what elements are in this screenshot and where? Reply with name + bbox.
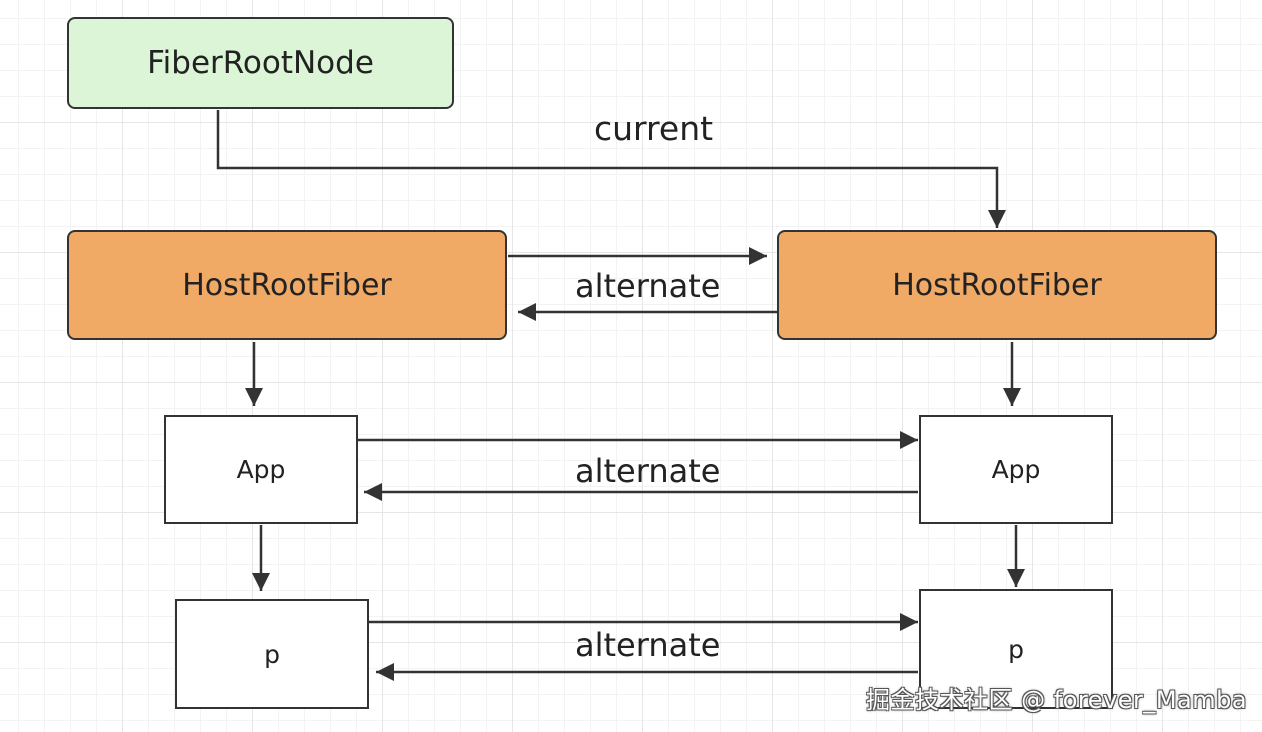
host-root-fiber-current-label: HostRootFiber [182, 267, 392, 303]
host-root-fiber-alternate: HostRootFiber [777, 230, 1217, 340]
watermark: 掘金技术社区 @ forever_Mamba [866, 686, 1248, 714]
app-alternate-edge-label: alternate [575, 452, 721, 490]
app-node-current-label: App [236, 455, 286, 484]
p-alternate-edge-label: alternate [575, 626, 721, 664]
app-node-alternate: App [919, 415, 1113, 524]
current-edge-label: current [594, 109, 714, 148]
app-node-current: App [164, 415, 358, 524]
p-node-current-label: p [264, 639, 280, 669]
app-node-alternate-label: App [991, 455, 1041, 484]
host-root-fiber-current: HostRootFiber [67, 230, 507, 340]
p-node-alternate-label: p [1008, 634, 1024, 664]
host-root-fiber-alternate-label: HostRootFiber [892, 267, 1102, 303]
p-node-alternate: p [919, 589, 1113, 709]
fiber-root-node-label: FiberRootNode [147, 45, 374, 81]
host-alternate-edge-label: alternate [575, 267, 721, 305]
p-node-current: p [175, 599, 369, 709]
fiber-root-node: FiberRootNode [67, 17, 454, 109]
current-pointer-arrow [216, 110, 1006, 228]
